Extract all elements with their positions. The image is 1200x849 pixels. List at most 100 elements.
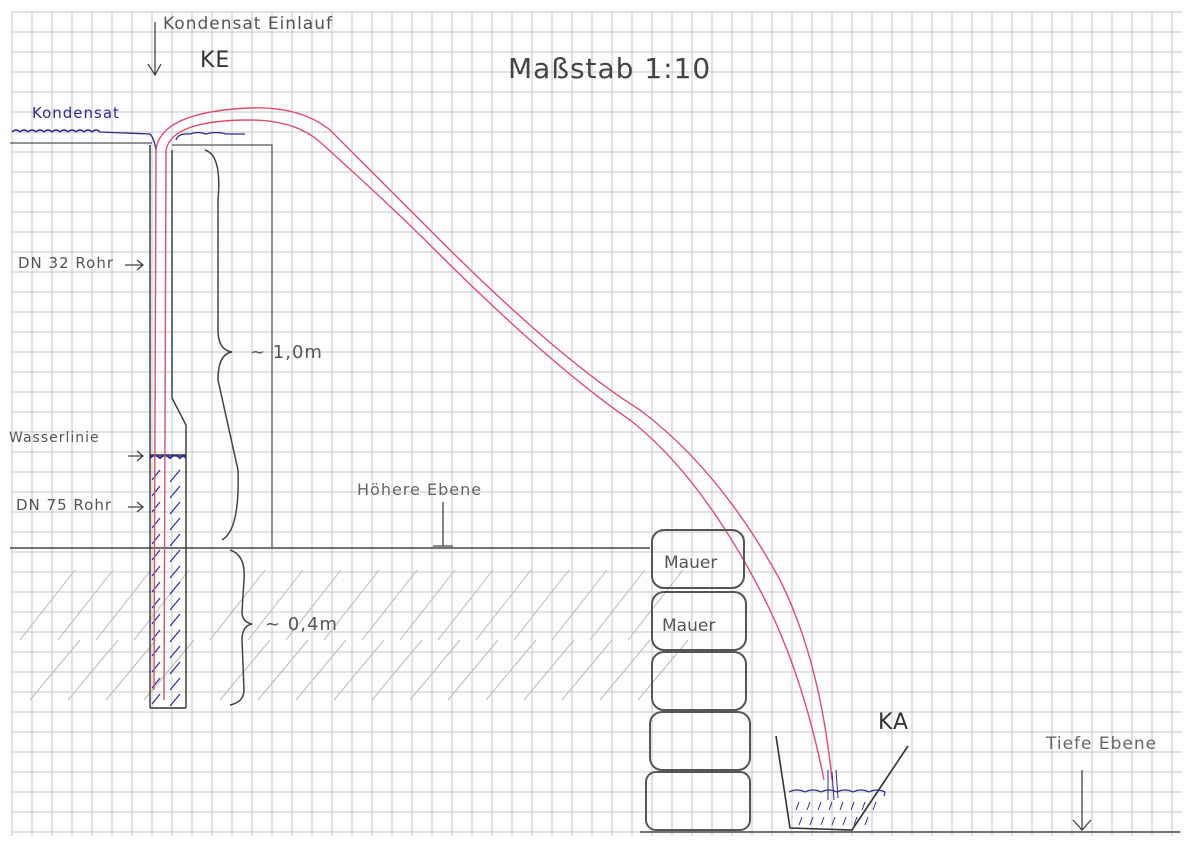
hatch-stroke xyxy=(151,581,161,593)
hatch-stroke xyxy=(861,801,866,811)
outlet-basin xyxy=(775,735,909,831)
waterline-wave xyxy=(149,454,187,460)
water-hatching xyxy=(151,469,181,707)
hatch-stroke xyxy=(828,801,833,811)
hatch-stroke xyxy=(295,639,347,701)
hatch-stroke xyxy=(169,645,181,659)
hatch-stroke xyxy=(798,816,803,826)
basin-water-hatching xyxy=(795,801,877,826)
hatch-stroke xyxy=(169,485,181,499)
hatch-stroke xyxy=(169,533,181,547)
hatch-stroke xyxy=(151,565,161,577)
hose-outer xyxy=(153,107,833,781)
wall-block xyxy=(651,591,747,651)
hatch-stroke xyxy=(151,693,161,705)
hatch-stroke xyxy=(399,569,456,641)
hatch-stroke xyxy=(627,569,684,641)
hatch-stroke xyxy=(169,597,181,611)
hatch-stroke xyxy=(169,549,181,563)
hatch-stroke xyxy=(333,639,385,701)
hatch-stroke xyxy=(151,613,161,625)
waterline-arrow-icon xyxy=(128,450,145,462)
arrows xyxy=(125,22,1092,831)
grid-paper xyxy=(11,11,1182,836)
inlet-arrow-icon xyxy=(147,22,162,77)
hatch-stroke xyxy=(169,661,181,675)
hatch-stroke xyxy=(839,801,844,811)
higher-level-arrow-icon xyxy=(433,502,453,547)
hatch-stroke xyxy=(599,639,651,701)
hatch-stroke xyxy=(809,816,814,826)
hatch-stroke xyxy=(151,485,161,497)
hatch-stroke xyxy=(29,639,81,701)
brace-0-4m xyxy=(229,549,253,706)
hatch-stroke xyxy=(151,501,161,513)
hatch-stroke xyxy=(437,569,494,641)
hatch-stroke xyxy=(447,639,499,701)
hatch-stroke xyxy=(551,569,608,641)
hose-inner xyxy=(163,119,825,781)
hatch-stroke xyxy=(169,469,181,483)
wall-block xyxy=(649,711,751,771)
hatch-stroke xyxy=(151,533,161,545)
dn32-arrow-icon xyxy=(125,259,145,271)
inlet-label: Kondensat Einlauf xyxy=(163,14,333,34)
hatch-stroke xyxy=(561,639,613,701)
hatch-stroke xyxy=(169,581,181,595)
condensate-surface-line xyxy=(11,129,245,151)
hatch-stroke xyxy=(257,639,309,701)
hatch-stroke xyxy=(853,816,858,826)
dn32-pipe-outline xyxy=(149,145,187,709)
hatch-stroke xyxy=(872,801,877,811)
hatch-stroke xyxy=(169,501,181,515)
wall-blocks xyxy=(645,529,751,831)
hatch-stroke xyxy=(513,569,570,641)
lower-level-label: Tiefe Ebene xyxy=(1046,734,1158,754)
hatch-stroke xyxy=(817,801,822,811)
hatch-stroke xyxy=(133,569,190,641)
water-splash xyxy=(827,769,839,801)
hatch-stroke xyxy=(105,639,157,701)
dn75-arrow-icon xyxy=(128,501,145,513)
hatch-stroke xyxy=(523,639,575,701)
height-lower-label: ~ 0,4m xyxy=(265,614,338,635)
outlet-abbr-label: KA xyxy=(878,710,910,735)
lower-level-arrow-icon xyxy=(1072,770,1092,831)
hatch-stroke xyxy=(806,801,811,811)
height-upper-label: ~ 1,0m xyxy=(250,342,323,363)
hatch-stroke xyxy=(151,549,161,561)
hatch-stroke xyxy=(589,569,646,641)
hatch-stroke xyxy=(323,569,380,641)
hatch-stroke xyxy=(151,597,161,609)
hatch-stroke xyxy=(57,569,114,641)
waterline-label: Wasserlinie xyxy=(9,430,100,446)
wall-block xyxy=(651,529,745,589)
hatch-stroke xyxy=(409,639,461,701)
dn75-label: DN 75 Rohr xyxy=(16,496,112,514)
hatch-stroke xyxy=(151,661,161,673)
hatch-stroke xyxy=(831,816,836,826)
hatch-stroke xyxy=(151,469,161,481)
basin-water-surface xyxy=(788,789,886,797)
hatch-stroke xyxy=(820,816,825,826)
hatch-stroke xyxy=(169,677,181,691)
hatch-stroke xyxy=(95,569,152,641)
wall-block xyxy=(651,651,747,711)
hatch-stroke xyxy=(19,569,76,641)
hatch-stroke xyxy=(169,693,181,707)
hatch-stroke xyxy=(169,629,181,643)
hatch-stroke xyxy=(361,569,418,641)
hatch-stroke xyxy=(151,645,161,657)
condensate-label: Kondensat xyxy=(32,104,120,122)
hatch-stroke xyxy=(864,816,869,826)
hatch-stroke xyxy=(371,639,423,701)
wall-label-1: Mauer xyxy=(664,553,717,573)
dn32-label: DN 32 Rohr xyxy=(18,254,114,272)
hatch-stroke xyxy=(169,565,181,579)
ground-hatching xyxy=(19,569,689,701)
enclosure-outline xyxy=(172,144,273,548)
wall-label-2: Mauer xyxy=(662,616,715,636)
inlet-abbr-label: KE xyxy=(200,48,231,73)
